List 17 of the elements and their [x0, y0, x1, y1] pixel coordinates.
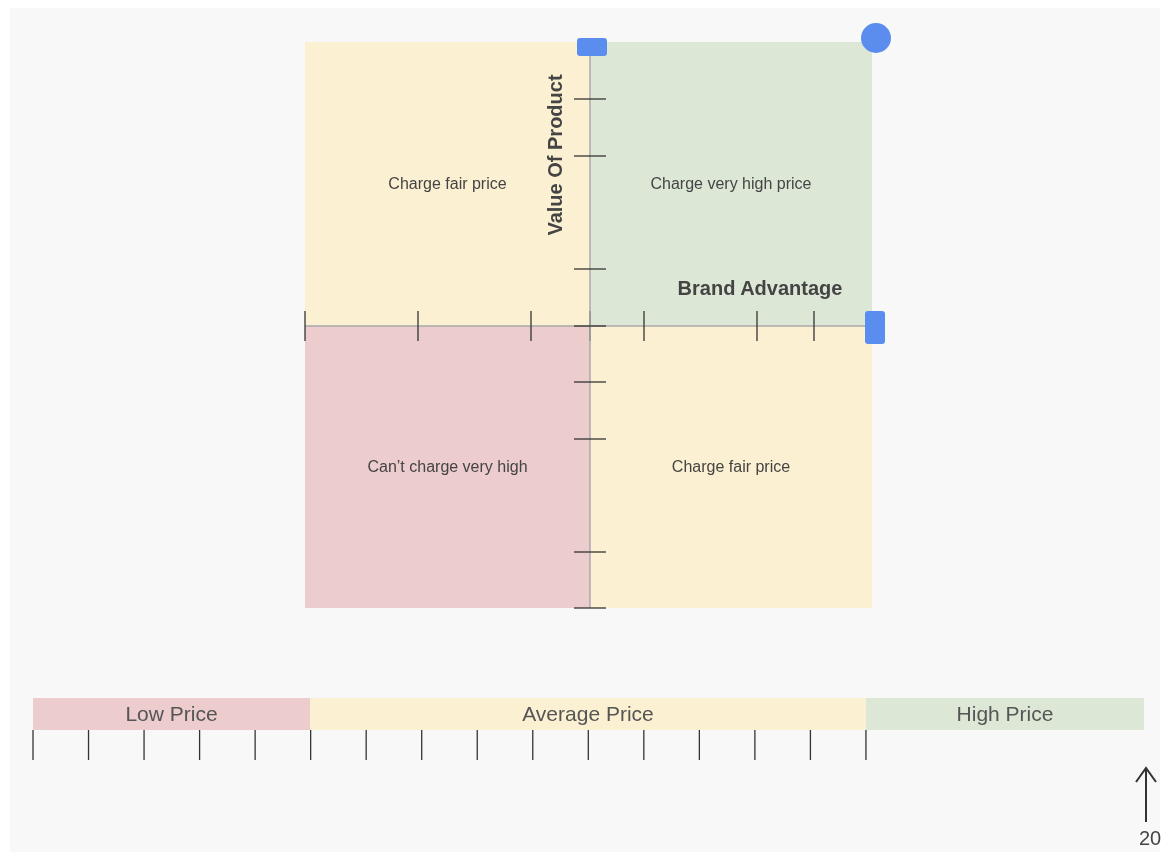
axis-title: Brand Advantage: [677, 276, 843, 300]
quadrant-label: Charge very high price: [650, 175, 812, 193]
price-band: [866, 698, 1144, 730]
axis-title: Value Of Product: [543, 74, 567, 236]
band-label: Low Price: [125, 702, 218, 726]
quadrant-panel: [590, 326, 872, 608]
scale-value: 20: [1138, 826, 1162, 850]
price-band: [310, 698, 866, 730]
price-band: [33, 698, 310, 730]
band-label: Average Price: [522, 702, 654, 726]
band-label: High Price: [956, 702, 1054, 726]
quadrant-panel: [590, 42, 872, 326]
quadrant-label: Charge fair price: [671, 458, 791, 476]
quadrant-label: Charge fair price: [388, 175, 507, 193]
quadrant-panel: [305, 42, 590, 326]
quadrant-label: Can’t charge very high: [367, 458, 528, 476]
quadrant-panel: [305, 326, 590, 608]
